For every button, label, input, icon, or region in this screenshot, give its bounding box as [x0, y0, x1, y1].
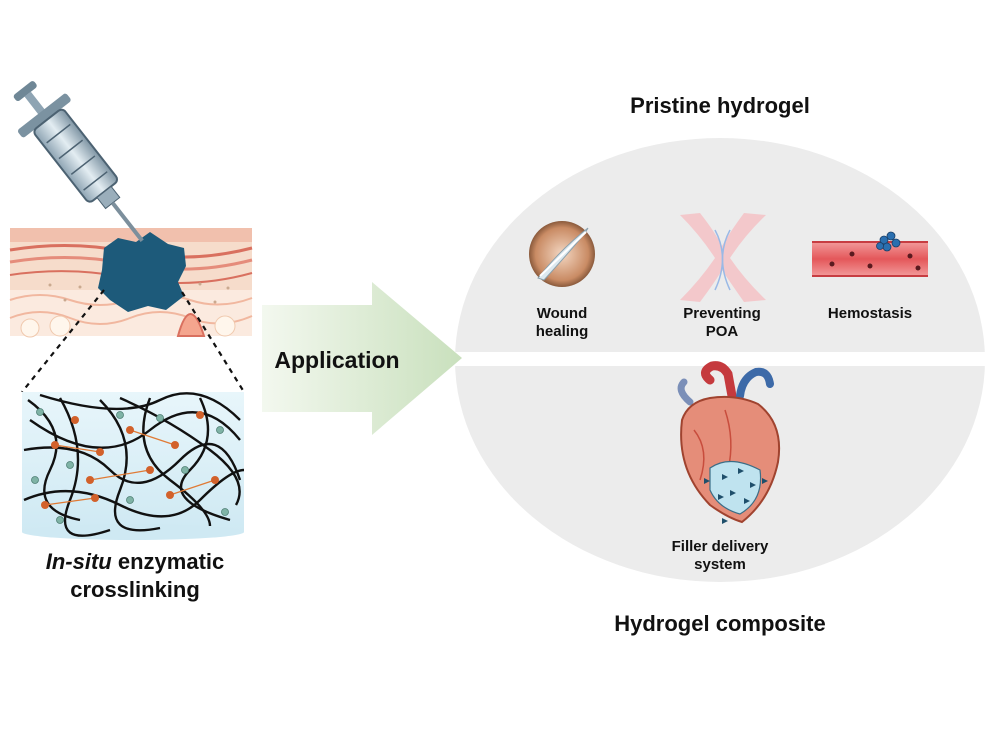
caption-line1: In-situ enzymatic [10, 548, 260, 576]
left-caption: In-situ enzymatic crosslinking [10, 548, 260, 604]
item-line1: Hemostasis [827, 305, 913, 322]
heart-icon [677, 361, 781, 524]
zoom-lines [21, 289, 245, 393]
item-filler-delivery: Filler delivery system [650, 538, 790, 574]
item-line1: Filler delivery [671, 538, 769, 555]
item-hemostasis: Hemostasis [810, 305, 930, 323]
syringe-icon [13, 81, 144, 243]
item-line1: Wound [536, 305, 588, 322]
item-preventing-poa: Preventing POA [662, 305, 782, 341]
item-line2: healing [535, 323, 589, 340]
hydrogel-network [22, 392, 245, 540]
bottom-title: Hydrogel composite [614, 611, 826, 636]
item-line2: POA [705, 323, 739, 340]
adhesion-icon [680, 213, 766, 302]
injected-gel-blob [98, 232, 186, 312]
item-line1: Preventing [683, 305, 761, 322]
caption-italic: In-situ [45, 549, 112, 574]
top-title: Pristine hydrogel [630, 93, 810, 118]
wound-icon [529, 221, 595, 287]
caption-rest: enzymatic [117, 549, 225, 574]
application-ellipse [452, 138, 989, 582]
vessel-icon [812, 231, 928, 277]
item-line2: system [694, 556, 746, 573]
application-arrow [262, 282, 462, 435]
caption-line2: crosslinking [70, 577, 200, 602]
arrow-label: Application [274, 347, 400, 373]
item-wound-healing: Wound healing [512, 305, 612, 341]
